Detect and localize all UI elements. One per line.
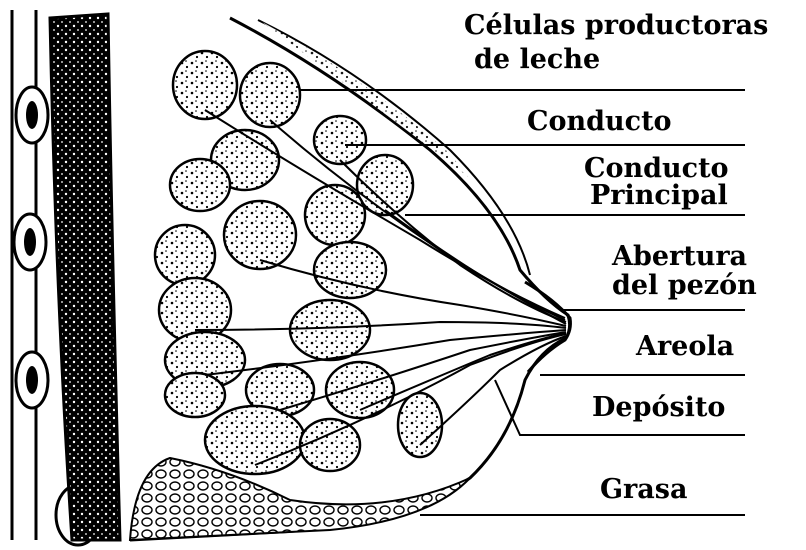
label-fat: Grasa [600,476,687,503]
label-areola: Areola [636,333,734,360]
label-nipple-opening-line2: del pezón [612,272,757,299]
fat-tissue [130,458,470,540]
label-milk-cells-line1: Células productoras [464,12,768,39]
label-duct: Conducto [527,108,672,135]
label-reservoir: Depósito [592,394,725,421]
pectoral-muscle [50,14,120,540]
label-main-duct-line1: Conducto [584,155,729,182]
label-nipple-opening-line1: Abertura [612,243,747,270]
label-main-duct-line2: Principal [590,182,728,209]
label-milk-cells-line2: de leche [474,46,600,73]
